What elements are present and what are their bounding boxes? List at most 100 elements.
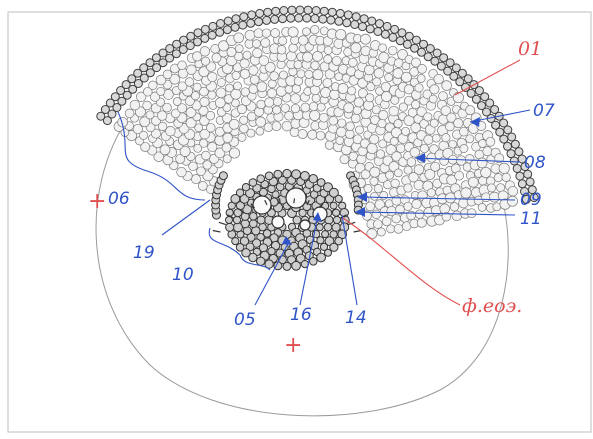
- bundle-cell: [257, 175, 265, 183]
- parenchyma-cell: [370, 192, 378, 200]
- bundle-cell: [332, 223, 340, 231]
- parenchyma-cell: [374, 184, 382, 192]
- parenchyma-cell: [198, 181, 207, 190]
- bundle-cell: [249, 179, 257, 187]
- parenchyma-cell: [166, 126, 176, 136]
- parenchyma-cell: [360, 34, 370, 44]
- parenchyma-cell: [420, 144, 429, 153]
- epidermis-cell: [351, 21, 359, 29]
- parenchyma-cell: [250, 75, 259, 84]
- parenchyma-cell: [285, 111, 294, 120]
- parenchyma-cell: [377, 228, 385, 236]
- bundle-cell: [330, 243, 338, 251]
- epidermis-cell: [526, 178, 534, 186]
- parenchyma-cell: [278, 37, 286, 45]
- parenchyma-cell: [494, 174, 502, 182]
- bundle-cell: [226, 223, 234, 231]
- parenchyma-cell: [319, 113, 328, 122]
- epidermis-cell: [287, 14, 295, 22]
- epidermis-cell: [263, 16, 271, 24]
- epidermis-cell: [279, 15, 287, 23]
- bundle-cell: [265, 172, 273, 180]
- parenchyma-cell: [366, 202, 375, 211]
- plus-mark-bottom: +: [284, 333, 302, 358]
- parenchyma-cell: [418, 64, 427, 73]
- epidermis-cell: [511, 140, 519, 148]
- parenchyma-cell: [309, 102, 318, 111]
- parenchyma-cell: [386, 171, 394, 179]
- epidermis-cell: [389, 33, 397, 41]
- parenchyma-cell: [466, 135, 474, 143]
- parenchyma-cell: [234, 33, 244, 43]
- parenchyma-cell: [332, 56, 341, 65]
- parenchyma-cell: [311, 25, 320, 34]
- epidermis-cell: [194, 29, 202, 37]
- parenchyma-cell: [417, 75, 425, 83]
- parenchyma-cell: [340, 155, 349, 164]
- epidermis-cell: [187, 32, 195, 40]
- parenchyma-cell: [415, 210, 424, 219]
- parenchyma-cell: [387, 225, 395, 233]
- parenchyma-cell: [261, 38, 270, 47]
- parenchyma-cell: [502, 173, 510, 181]
- label-05: 05: [234, 310, 256, 330]
- epidermis-cell: [264, 8, 272, 16]
- parenchyma-cell: [430, 85, 439, 94]
- xylem-vessel: [286, 188, 306, 208]
- bundle-hair-tick: [213, 231, 221, 233]
- parenchyma-cell: [336, 137, 344, 145]
- parenchyma-cell: [208, 91, 216, 99]
- parenchyma-cell: [215, 98, 225, 108]
- label-10: 10: [172, 265, 194, 285]
- parenchyma-cell: [486, 137, 495, 146]
- epidermis-cell: [304, 6, 312, 14]
- parenchyma-cell: [446, 122, 455, 131]
- epidermis-cell: [518, 180, 526, 188]
- parenchyma-cell: [252, 40, 260, 48]
- epidermis-cell: [336, 9, 344, 17]
- parenchyma-cell: [237, 105, 246, 114]
- parenchyma-cell: [412, 199, 421, 208]
- parenchyma-cell: [313, 70, 323, 80]
- parenchyma-cell: [157, 87, 165, 95]
- epidermis-cell: [381, 30, 389, 38]
- epidermis-cell: [343, 19, 351, 27]
- epidermis-cell: [223, 26, 231, 34]
- parenchyma-cell: [370, 135, 379, 144]
- bundle-cell: [325, 249, 332, 256]
- parenchyma-cell: [267, 89, 276, 98]
- parenchyma-cell: [249, 85, 258, 94]
- epidermis-cell: [217, 20, 225, 28]
- epidermis-cell: [247, 19, 255, 27]
- epidermis-cell: [383, 22, 391, 30]
- parenchyma-cell: [256, 127, 264, 135]
- bundle-cell: [257, 257, 265, 265]
- parenchyma-cell: [240, 116, 248, 124]
- parenchyma-cell: [249, 66, 258, 75]
- epidermis-cell: [335, 17, 343, 25]
- parenchyma-cell: [404, 184, 412, 192]
- parenchyma-cell: [177, 167, 187, 177]
- parenchyma-cell: [482, 193, 491, 202]
- epidermis-cell: [327, 16, 335, 24]
- parenchyma-cell: [414, 165, 424, 175]
- parenchyma-cell: [193, 83, 201, 91]
- parenchyma-cell: [245, 30, 255, 40]
- parenchyma-cell: [373, 78, 381, 86]
- parenchyma-cell: [380, 191, 388, 199]
- epidermis-cell: [516, 172, 524, 180]
- label-14: 14: [345, 308, 367, 328]
- label-01: 01: [518, 38, 542, 60]
- parenchyma-cell: [252, 48, 262, 58]
- parenchyma-cell: [379, 44, 387, 52]
- epidermis-cell: [255, 18, 263, 26]
- bundle-cell: [236, 189, 243, 196]
- bundle-hair-tick: [219, 222, 226, 224]
- bundle-hair-tick: [294, 198, 295, 203]
- parenchyma-cell: [277, 45, 286, 54]
- parenchyma-cell: [270, 72, 279, 81]
- parenchyma-cell: [394, 120, 402, 128]
- epidermis-cell: [232, 15, 240, 23]
- bundle-cell: [324, 223, 332, 231]
- parenchyma-cell: [374, 68, 384, 78]
